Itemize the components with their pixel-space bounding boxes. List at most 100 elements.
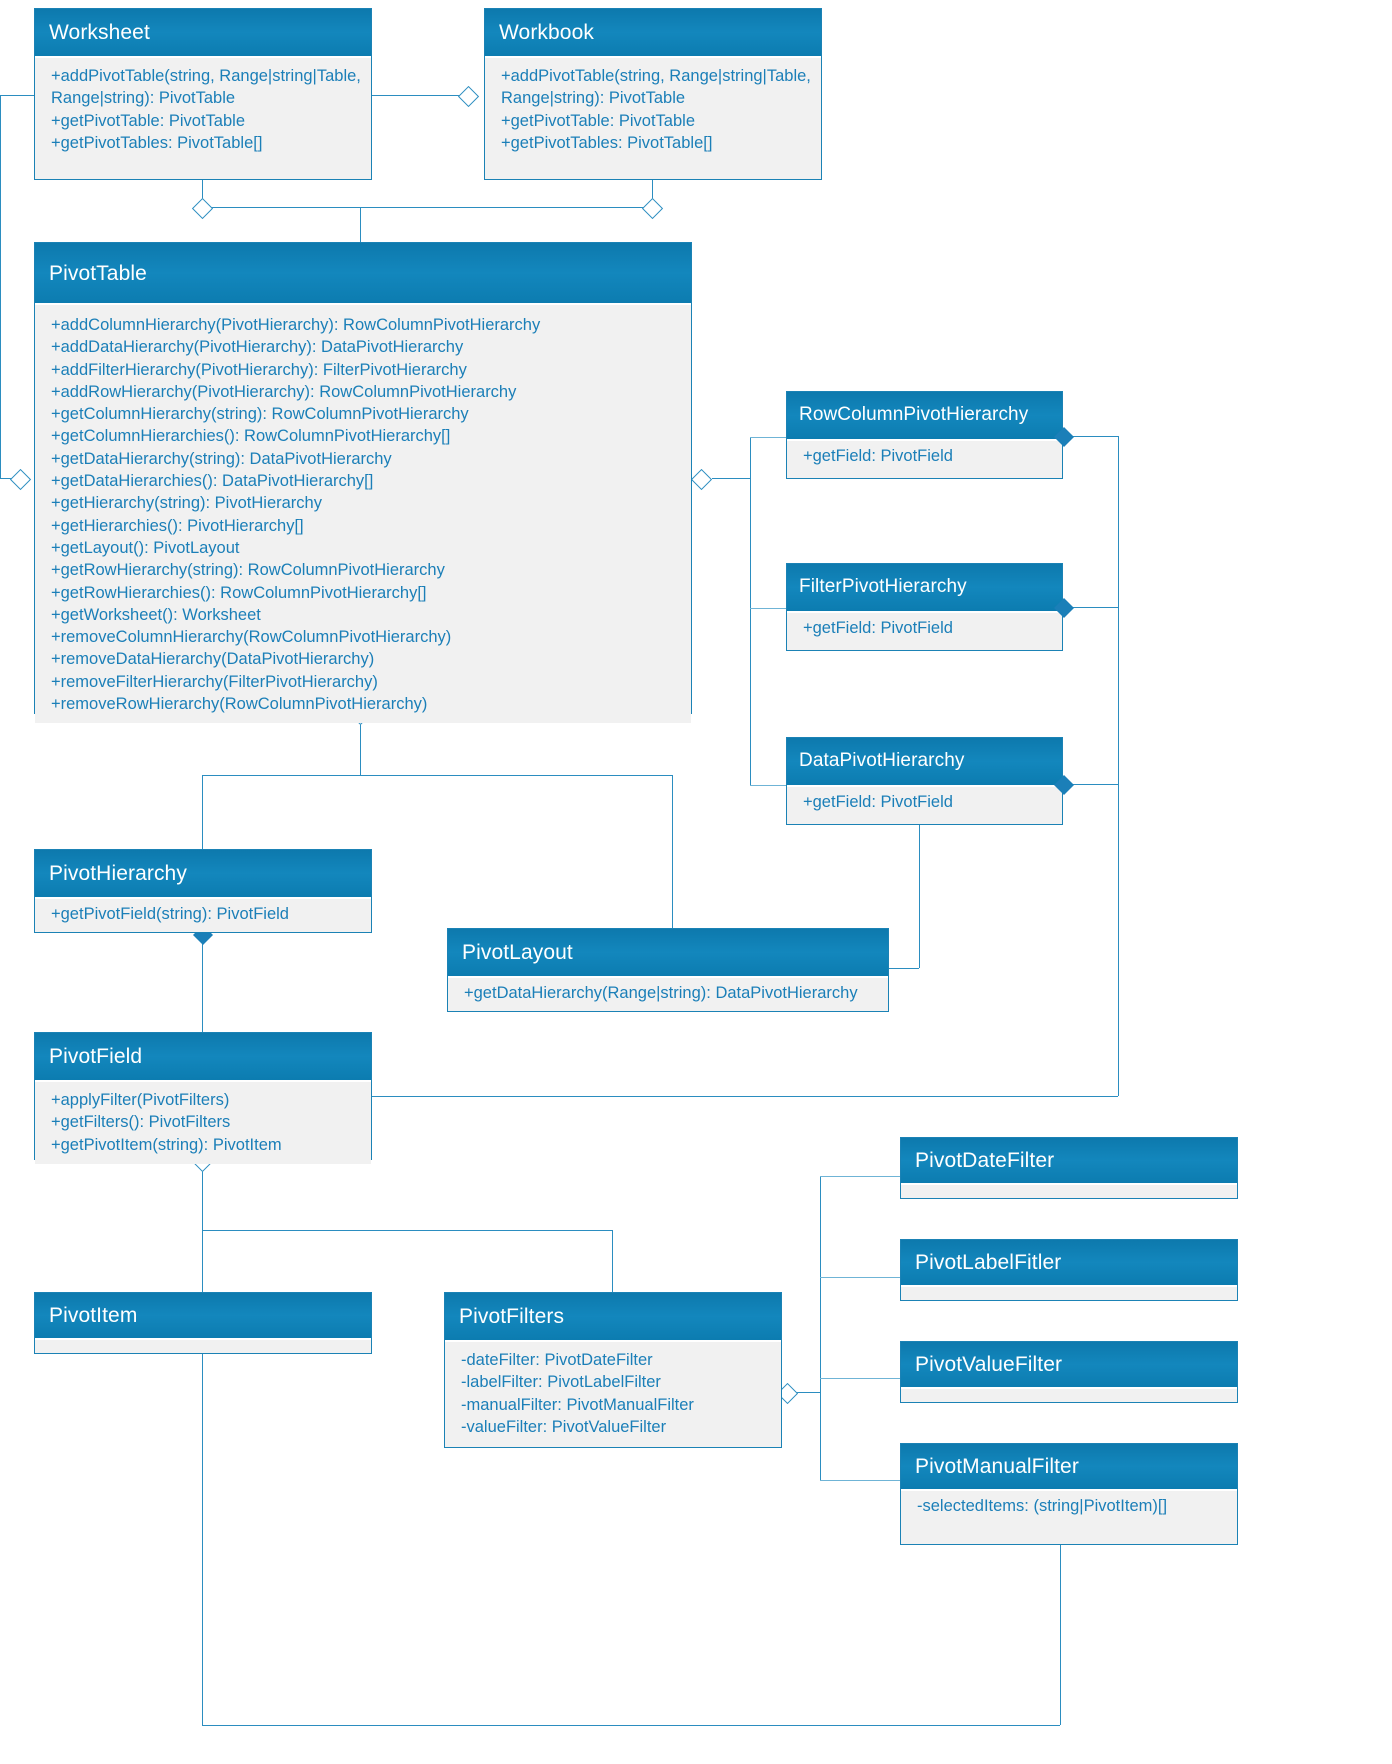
class-body-worksheet: +addPivotTable(string, Range|string|Tabl… [35,56,371,163]
connector-pivotlayout-right [889,968,919,969]
class-member: +getField: PivotField [803,792,953,811]
connector-bus-to-pivotfilters [612,1230,613,1292]
class-body-pivotvaluefilter [901,1387,1237,1399]
class-filterpivothierarchy[interactable]: FilterPivotHierarchy +getField: PivotFie… [786,563,1063,651]
connector-pivothierarchy-to-pivotfield [202,933,203,1035]
class-member: -labelFilter: PivotLabelFilter [461,1373,661,1392]
connector-data-right [1063,784,1118,785]
class-member: +getDataHierarchy(string): DataPivotHier… [51,449,392,468]
class-member: +removeRowHierarchy(RowColumnPivotHierar… [51,695,428,714]
connector-filters-rail [820,1176,821,1480]
class-title-worksheet: Worksheet [35,9,371,57]
connector-pivotitem-down [202,1353,203,1725]
class-member: +getRowHierarchy(string): RowColumnPivot… [51,561,445,580]
class-member: +getPivotTables: PivotTable[] [501,133,713,152]
class-member: +getField: PivotField [803,446,953,465]
connector-ws-wb-bus [202,207,652,208]
class-title-pivotvaluefilter: PivotValueFilter [901,1342,1237,1388]
class-member: -dateFilter: PivotDateFilter [461,1351,653,1370]
class-pivotdatefilter[interactable]: PivotDateFilter [900,1137,1238,1199]
connector-bus-to-pivothierarchy [202,775,203,849]
class-title-pivottable: PivotTable [35,243,691,303]
class-member: +getHierarchy(string): PivotHierarchy [51,494,322,513]
class-pivotlayout[interactable]: PivotLayout +getDataHierarchy(Range|stri… [447,928,889,1012]
class-member: +addPivotTable(string, Range|string|Tabl… [51,67,361,108]
class-workbook[interactable]: Workbook +addPivotTable(string, Range|st… [484,8,822,180]
class-title-pivotlayout: PivotLayout [448,929,888,977]
class-member: +removeColumnHierarchy(RowColumnPivotHie… [51,628,452,647]
class-title-pivotmanualfilter: PivotManualFilter [901,1444,1237,1490]
class-pivotitem[interactable]: PivotItem [34,1292,372,1354]
class-member: +addFilterHierarchy(PivotHierarchy): Fil… [51,360,467,379]
connector-hier-layout-bus [202,775,672,776]
connector-bus-to-pivotlayout [672,775,673,928]
class-body-pivothierarchy: +getPivotField(string): PivotField [35,897,371,931]
connector-right-rail-to-pivotfield [372,1096,1118,1097]
aggregation-diamond-pivottable-right [690,468,713,491]
class-pivotlabelfitler[interactable]: PivotLabelFitler [900,1239,1238,1301]
connector-to-labelfilter [820,1277,900,1278]
class-body-pivottable: +addColumnHierarchy(PivotHierarchy): Row… [35,303,691,724]
class-member: +getRowHierarchies(): RowColumnPivotHier… [51,583,427,602]
class-body-pivotitem [35,1338,371,1350]
class-member: +getField: PivotField [803,618,953,637]
class-member: -valueFilter: PivotValueFilter [461,1417,667,1436]
class-member: +getPivotItem(string): PivotItem [51,1135,282,1154]
class-member: +applyFilter(PivotFilters) [51,1091,230,1110]
connector-pivotfield-bottom [202,1160,203,1230]
class-member: +addColumnHierarchy(PivotHierarchy): Row… [51,316,541,334]
class-body-pivotmanualfilter: -selectedItems: (string|PivotItem)[] [901,1489,1237,1523]
class-title-pivotdatefilter: PivotDateFilter [901,1138,1237,1184]
class-pivotfilters[interactable]: PivotFilters -dateFilter: PivotDateFilte… [444,1292,782,1448]
aggregation-diamond-workbook-bottom [641,197,664,220]
connector-filter-right [1063,607,1118,608]
connector-to-data [750,785,790,786]
class-member: -manualFilter: PivotManualFilter [461,1395,694,1414]
class-body-workbook: +addPivotTable(string, Range|string|Tabl… [485,56,821,163]
class-member: +addPivotTable(string, Range|string|Tabl… [501,67,811,108]
class-title-workbook: Workbook [485,9,821,57]
class-worksheet[interactable]: Worksheet +addPivotTable(string, Range|s… [34,8,372,180]
connector-worksheet-left-stub [0,95,34,96]
class-body-pivotlayout: +getDataHierarchy(Range|string): DataPiv… [448,976,888,1010]
class-title-rowcolumnpivothierarchy: RowColumnPivotHierarchy [787,392,1062,439]
connector-workbook-down [652,179,653,207]
class-member: +getWorksheet(): Worksheet [51,605,261,624]
class-body-filterpivothierarchy: +getField: PivotField [787,610,1062,645]
class-member: +getFilters(): PivotFilters [51,1113,231,1132]
class-pivothierarchy[interactable]: PivotHierarchy +getPivotField(string): P… [34,849,372,933]
connector-hierarchy-rail [750,437,751,785]
class-member: -selectedItems: (string|PivotItem)[] [917,1497,1168,1516]
connector-pivottable-bottom [360,713,361,775]
connector-bus-to-pivotitem [202,1230,203,1292]
class-member: +getPivotTable: PivotTable [501,111,695,130]
class-member: +getPivotField(string): PivotField [51,905,289,924]
class-pivotmanualfilter[interactable]: PivotManualFilter -selectedItems: (strin… [900,1443,1238,1545]
connector-pivottable-right [712,478,750,479]
class-member: +getColumnHierarchies(): RowColumnPivotH… [51,427,451,446]
class-body-rowcolumnpivothierarchy: +getField: PivotField [787,438,1062,473]
class-member: +getColumnHierarchy(string): RowColumnPi… [51,405,469,424]
class-member: +removeDataHierarchy(DataPivotHierarchy) [51,650,375,669]
class-title-filterpivothierarchy: FilterPivotHierarchy [787,564,1062,611]
class-body-pivotdatefilter [901,1183,1237,1195]
class-pivotfield[interactable]: PivotField +applyFilter(PivotFilters) +g… [34,1032,372,1164]
connector-to-manualfilter [820,1480,900,1481]
class-pivotvaluefilter[interactable]: PivotValueFilter [900,1341,1238,1403]
class-member: +getPivotTable: PivotTable [51,111,245,130]
class-datapivothierarchy[interactable]: DataPivotHierarchy +getField: PivotField [786,737,1063,825]
class-title-datapivothierarchy: DataPivotHierarchy [787,738,1062,785]
class-rowcolumnpivothierarchy[interactable]: RowColumnPivotHierarchy +getField: Pivot… [786,391,1063,479]
connector-to-rowcolumn [750,437,790,438]
class-member: +addRowHierarchy(PivotHierarchy): RowCol… [51,382,517,401]
class-body-pivotfield: +applyFilter(PivotFilters) +getFilters()… [35,1080,371,1164]
connector-pivotlayout-up [919,824,920,968]
connector-pivotfilters-right [790,1392,820,1393]
class-title-pivotfilters: PivotFilters [445,1293,781,1341]
connector-to-filter [750,608,790,609]
class-pivottable[interactable]: PivotTable +addColumnHierarchy(PivotHier… [34,242,692,724]
class-member: +addDataHierarchy(PivotHierarchy): DataP… [51,338,464,357]
connector-right-rail-down [1118,436,1119,1096]
class-member: +getDataHierarchies(): DataPivotHierarch… [51,472,374,491]
